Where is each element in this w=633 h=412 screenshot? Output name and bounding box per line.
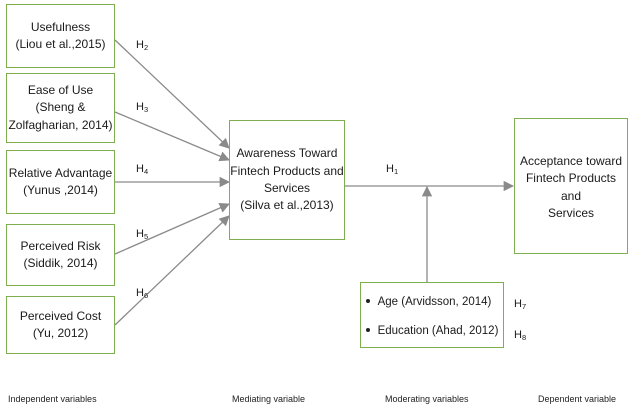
perceived-risk-title: Perceived Risk: [20, 238, 101, 253]
perceived-risk-box: Perceived Risk (Siddik, 2014): [6, 224, 115, 286]
hypothesis-label-h3: H3: [136, 101, 149, 114]
arrow-ease-of-use-to-awareness: [114, 111, 230, 162]
acceptance-title-line2: Fintech Products and: [525, 171, 617, 203]
awareness-citation: (Silva et al.,2013): [240, 198, 334, 213]
hypothesis-label-h4: H4: [136, 163, 149, 176]
moderators-box: Age (Arvidsson, 2014) Education (Ahad, 2…: [360, 282, 504, 348]
arrow-perceived-cost-to-awareness: [114, 215, 230, 326]
moderator-list: Age (Arvidsson, 2014) Education (Ahad, 2…: [365, 290, 499, 340]
awareness-box: Awareness Toward Fintech Products and Se…: [229, 120, 345, 240]
footer-independent-variables: Independent variables: [8, 394, 97, 404]
arrow-perceived-risk-to-awareness: [114, 202, 230, 255]
footer-dependent-variable: Dependent variable: [538, 394, 617, 404]
acceptance-title-line3: Services: [547, 206, 594, 221]
usefulness-box: Usefulness (Liou et al.,2015): [6, 4, 115, 68]
ease-of-use-citation-part2: Zolfagharian, 2014): [8, 117, 113, 132]
footer-mediating-variable: Mediating variable: [232, 394, 306, 404]
hypothesis-label-h6: H6: [136, 287, 149, 300]
awareness-title-line1: Awareness Toward: [236, 146, 338, 161]
footer-moderating-variables: Moderating variables: [385, 394, 469, 404]
hypothesis-label-h1: H1: [386, 163, 399, 176]
acceptance-box: Acceptance toward Fintech Products and S…: [514, 118, 628, 254]
ease-of-use-box: Ease of Use (Sheng & Zolfagharian, 2014): [6, 73, 115, 143]
perceived-cost-box: Perceived Cost (Yu, 2012): [6, 296, 115, 354]
arrow-usefulness-to-awareness: [114, 39, 230, 149]
perceived-cost-citation: (Yu, 2012): [32, 326, 89, 340]
relative-advantage-box: Relative Advantage (Yunus ,2014): [6, 150, 115, 214]
moderator-education: Education (Ahad, 2012): [365, 323, 498, 340]
hypothesis-label-h7: H7: [514, 298, 527, 311]
hypothesis-label-h8: H8: [514, 329, 527, 342]
ease-of-use-title: Ease of Use: [27, 82, 94, 97]
relative-advantage-title: Relative Advantage: [8, 165, 113, 180]
ease-of-use-citation-part1: (Sheng &: [35, 100, 86, 115]
hypothesis-label-h5: H5: [136, 228, 149, 241]
hypothesis-label-h2: H2: [136, 39, 149, 52]
perceived-risk-citation: (Siddik, 2014): [23, 256, 98, 270]
relative-advantage-citation: (Yunus ,2014): [23, 183, 98, 197]
usefulness-title: Usefulness: [30, 19, 91, 34]
usefulness-citation: (Liou et al.,2015): [15, 37, 106, 51]
perceived-cost-title: Perceived Cost: [19, 308, 102, 323]
acceptance-title-line1: Acceptance toward: [519, 154, 623, 168]
awareness-title-line2: Fintech Products and: [230, 163, 344, 178]
awareness-title-line3: Services: [263, 181, 310, 195]
moderator-age: Age (Arvidsson, 2014): [365, 294, 499, 311]
